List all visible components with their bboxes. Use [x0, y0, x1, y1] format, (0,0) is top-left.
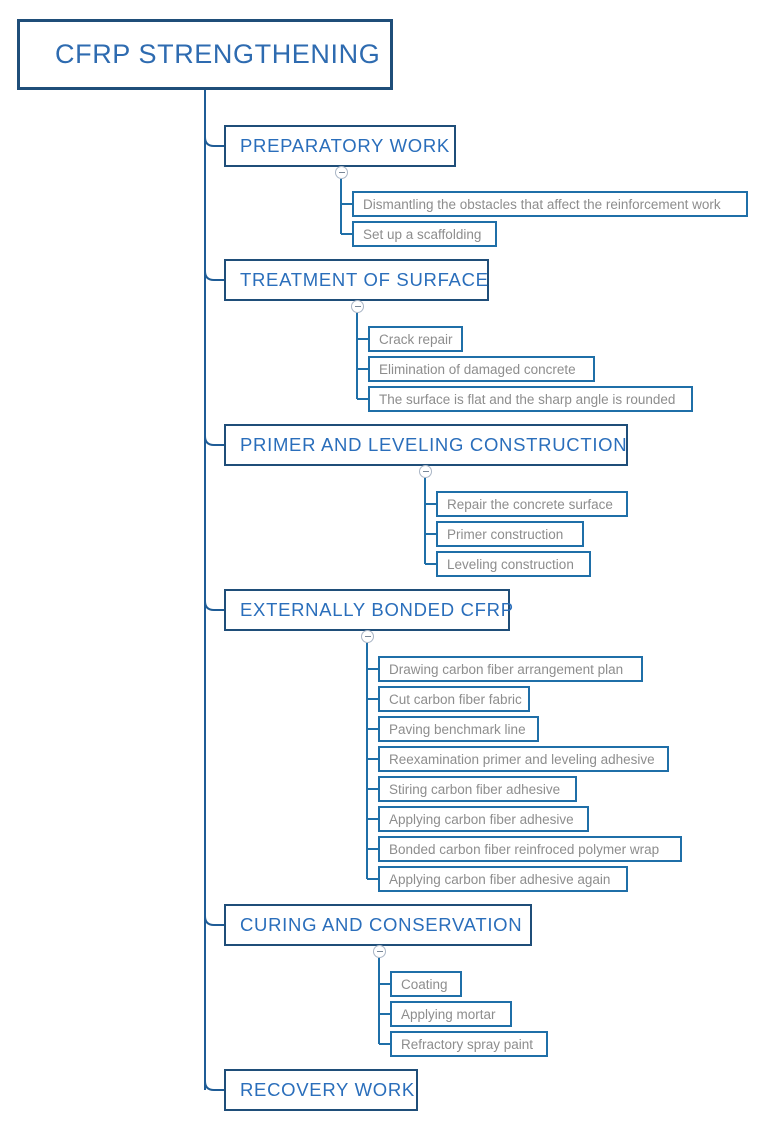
collapse-minus-icon[interactable] [373, 945, 386, 958]
root-node[interactable]: CFRP STRENGTHENING [17, 19, 393, 90]
leaf-label: Applying carbon fiber adhesive again [389, 871, 611, 887]
leaf-label: Refractory spray paint [401, 1036, 534, 1052]
leaf-label: Crack repair [379, 331, 453, 347]
leaf-label: Bonded carbon fiber reinfroced polymer w… [389, 841, 660, 857]
leaf-label: Reexamination primer and leveling adhesi… [389, 751, 655, 767]
leaf-label: Stiring carbon fiber adhesive [389, 781, 561, 797]
leaf-node[interactable]: Cut carbon fiber fabric [378, 686, 530, 712]
leaf-node[interactable]: Applying mortar [390, 1001, 512, 1027]
branch-label: PREPARATORY WORK [240, 135, 450, 156]
leaf-node[interactable]: Bonded carbon fiber reinfroced polymer w… [378, 836, 682, 862]
branch-label: RECOVERY WORK [240, 1079, 415, 1100]
minus-glyph [364, 636, 371, 637]
branch-node-1[interactable]: TREATMENT OF SURFACE [224, 259, 489, 301]
branch-node-4[interactable]: CURING AND CONSERVATION [224, 904, 532, 946]
leaf-node[interactable]: The surface is flat and the sharp angle … [368, 386, 693, 412]
minus-glyph [422, 471, 429, 472]
leaf-node[interactable]: Reexamination primer and leveling adhesi… [378, 746, 669, 772]
minus-glyph [376, 951, 383, 952]
leaf-label: Applying carbon fiber adhesive [389, 811, 574, 827]
leaf-node[interactable]: Refractory spray paint [390, 1031, 548, 1057]
branch-node-2[interactable]: PRIMER AND LEVELING CONSTRUCTION [224, 424, 628, 466]
leaf-label: Coating [401, 976, 448, 992]
collapse-minus-icon[interactable] [361, 630, 374, 643]
branch-label: PRIMER AND LEVELING CONSTRUCTION [240, 434, 628, 455]
leaf-label: Drawing carbon fiber arrangement plan [389, 661, 624, 677]
leaf-node[interactable]: Applying carbon fiber adhesive again [378, 866, 628, 892]
leaf-node[interactable]: Stiring carbon fiber adhesive [378, 776, 577, 802]
leaf-node[interactable]: Dismantling the obstacles that affect th… [352, 191, 748, 217]
collapse-minus-icon[interactable] [335, 166, 348, 179]
branch-label: EXTERNALLY BONDED CFRP [240, 599, 514, 620]
leaf-label: Primer construction [447, 526, 564, 542]
leaf-node[interactable]: Leveling construction [436, 551, 591, 577]
leaf-node[interactable]: Set up a scaffolding [352, 221, 497, 247]
branch-node-5[interactable]: RECOVERY WORK [224, 1069, 418, 1111]
leaf-node[interactable]: Drawing carbon fiber arrangement plan [378, 656, 643, 682]
leaf-node[interactable]: Applying carbon fiber adhesive [378, 806, 589, 832]
leaf-node[interactable]: Crack repair [368, 326, 463, 352]
branch-label: CURING AND CONSERVATION [240, 914, 523, 935]
leaf-node[interactable]: Coating [390, 971, 462, 997]
leaf-label: Elimination of damaged concrete [379, 361, 576, 377]
collapse-minus-icon[interactable] [419, 465, 432, 478]
leaf-label: Paving benchmark line [389, 721, 526, 737]
collapse-minus-icon[interactable] [351, 300, 364, 313]
root-label: CFRP STRENGTHENING [55, 39, 381, 69]
leaf-label: Set up a scaffolding [363, 226, 482, 242]
leaf-label: Cut carbon fiber fabric [389, 691, 522, 707]
minus-glyph [338, 172, 345, 173]
leaf-node[interactable]: Primer construction [436, 521, 584, 547]
minus-glyph [354, 306, 361, 307]
branch-label: TREATMENT OF SURFACE [240, 269, 489, 290]
leaf-label: Leveling construction [447, 556, 574, 572]
leaf-node[interactable]: Paving benchmark line [378, 716, 539, 742]
leaf-label: The surface is flat and the sharp angle … [379, 391, 676, 407]
leaf-node[interactable]: Repair the concrete surface [436, 491, 628, 517]
branch-node-3[interactable]: EXTERNALLY BONDED CFRP [224, 589, 513, 631]
leaf-label: Dismantling the obstacles that affect th… [363, 196, 721, 212]
branch-node-0[interactable]: PREPARATORY WORK [224, 125, 456, 167]
leaf-node[interactable]: Elimination of damaged concrete [368, 356, 595, 382]
leaf-label: Repair the concrete surface [447, 496, 613, 512]
leaf-label: Applying mortar [401, 1006, 496, 1022]
